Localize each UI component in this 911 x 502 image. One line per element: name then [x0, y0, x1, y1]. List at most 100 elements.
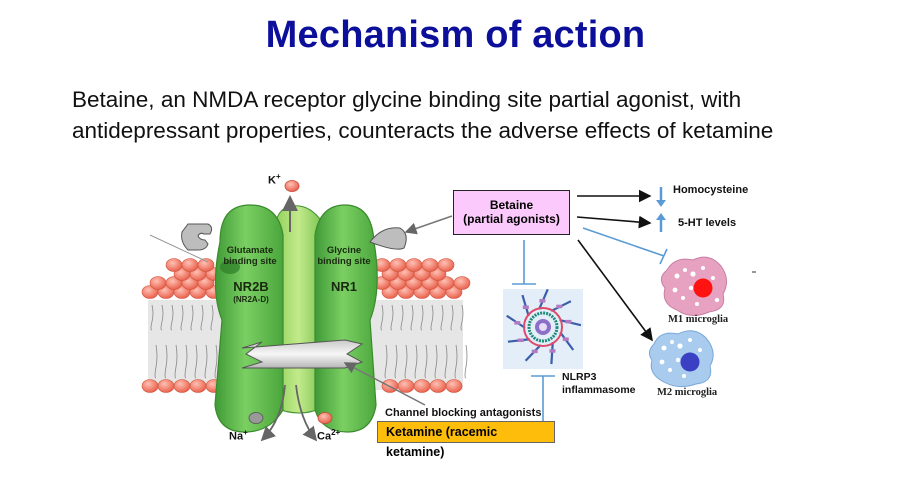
lipid-tail — [210, 304, 214, 331]
lipid-tail — [200, 304, 204, 331]
lipid-tail — [394, 344, 398, 379]
ion-na-charge: + — [243, 428, 248, 437]
lipid-tail — [380, 304, 384, 331]
lipid-head — [181, 258, 199, 272]
lipid-tail — [154, 344, 158, 379]
m1-microglia-icon — [661, 256, 727, 316]
sodium-ion-icon — [248, 412, 264, 424]
ion-flow-arrows — [260, 195, 318, 442]
inflammasome-domain — [562, 337, 569, 341]
lipid-tail — [454, 344, 458, 379]
lipid-head — [405, 258, 423, 272]
potassium-ion-icon — [284, 180, 300, 192]
lipid-head — [173, 379, 191, 393]
inflammasome-domain — [556, 304, 563, 309]
lipid-tail — [164, 344, 168, 379]
homocysteine-label: Homocysteine — [673, 184, 749, 196]
lipid-tail — [204, 344, 208, 379]
inflammasome-domain — [565, 319, 572, 324]
inflammasome-domain — [549, 349, 556, 353]
subtitle-line-1: Betaine, an NMDA receptor glycine bindin… — [72, 87, 742, 112]
lipid-tail — [184, 344, 188, 379]
inhibit-m1-line — [582, 227, 668, 265]
inflammasome-domain — [531, 349, 538, 354]
nlrp3-label: NLRP3 inflammasome — [562, 371, 636, 397]
lipid-tail — [424, 344, 428, 379]
nlrp3-label-line-2: inflammasome — [562, 384, 636, 396]
glutamate-ligand-icon — [181, 223, 213, 251]
inflammasome-domain — [514, 321, 521, 325]
inflammasome-domain — [539, 299, 546, 303]
lipid-head — [397, 379, 415, 393]
lipid-head — [453, 276, 471, 290]
slide-subtitle: Betaine, an NMDA receptor glycine bindin… — [72, 84, 892, 146]
lipid-tail — [450, 304, 454, 331]
inhibit-inflammasome-line — [512, 240, 536, 285]
betaine-to-glycine-arrow — [404, 215, 453, 235]
lipid-head — [141, 379, 159, 393]
m2-microglia-icon — [648, 330, 714, 388]
nlrp3-label-line-1: NLRP3 — [562, 371, 597, 383]
calcium-ion-icon — [317, 412, 333, 424]
lipid-head — [189, 379, 207, 393]
serotonin-label: 5-HT levels — [678, 217, 737, 229]
ion-na-text: Na — [229, 430, 244, 443]
lipid-tail — [440, 304, 444, 331]
lipid-tail — [180, 304, 184, 331]
lipid-tail — [404, 344, 408, 379]
inflammasome-domain — [517, 338, 524, 343]
down-arrow-head — [656, 200, 666, 207]
glutamate-site-line-1: Glutamate — [226, 245, 274, 256]
lipid-tail — [410, 304, 414, 331]
lipid-tail — [214, 344, 218, 379]
glutamate-site-label: Glutamate binding site — [218, 245, 282, 267]
channel-blocking-heading: Channel blocking antagonists — [385, 407, 542, 419]
glycine-site-label: Glycine binding site — [313, 245, 375, 267]
glutamate-pointer — [149, 234, 209, 263]
lipid-head — [421, 258, 439, 272]
betaine-box-line-2: (partial agonists) — [463, 212, 560, 226]
lipid-head — [437, 258, 455, 272]
lipid-tail — [464, 344, 468, 379]
inflammasome-domain — [522, 305, 529, 309]
lipid-tail — [430, 304, 434, 331]
lipid-head — [389, 258, 407, 272]
ion-ca-text: Ca — [317, 430, 332, 443]
arrow-to-m2 — [577, 239, 653, 342]
glycine-site-line-1: Glycine — [326, 245, 362, 256]
lipid-tail — [420, 304, 424, 331]
lipid-tail — [194, 344, 198, 379]
ion-label-ca: Ca2+ — [317, 428, 340, 443]
lipid-head — [165, 258, 183, 272]
glutamate-site-line-2: binding site — [223, 256, 277, 267]
lipid-head — [413, 379, 431, 393]
nr1-label: NR1 — [330, 279, 357, 294]
betaine-box: Betaine (partial agonists) — [453, 190, 570, 235]
glycine-site-line-2: binding site — [317, 256, 371, 267]
slide-title: Mechanism of action — [265, 14, 646, 56]
lipid-tail — [384, 344, 388, 379]
lipid-tail — [170, 304, 174, 331]
nlrp3-inflammasome-icon — [503, 288, 583, 369]
lipid-tail — [390, 304, 394, 331]
ion-label-k: K+ — [268, 172, 281, 187]
nmda-receptor — [214, 204, 378, 433]
glycine-ligand-icon — [369, 227, 407, 250]
lipid-head — [149, 276, 167, 290]
ketamine-box: Ketamine (racemic ketamine) — [377, 421, 555, 459]
up-arrow-head — [656, 213, 666, 220]
lipid-head — [197, 258, 215, 272]
subtitle-line-2: antidepressant properties, counteracts t… — [72, 118, 774, 143]
ketamine-to-channel-arrow — [343, 362, 426, 406]
lipid-tail — [150, 304, 154, 331]
betaine-box-line-1: Betaine — [489, 198, 534, 212]
lipid-head — [445, 379, 463, 393]
ion-ca-charge: 2+ — [331, 428, 341, 437]
arrow-to-5ht — [576, 215, 652, 229]
lipid-head — [157, 379, 175, 393]
lipid-head — [429, 379, 447, 393]
lipid-tail — [414, 344, 418, 379]
nr2a-d-label: (NR2A-D) — [233, 295, 269, 304]
inflammasome-spoke — [550, 342, 554, 365]
